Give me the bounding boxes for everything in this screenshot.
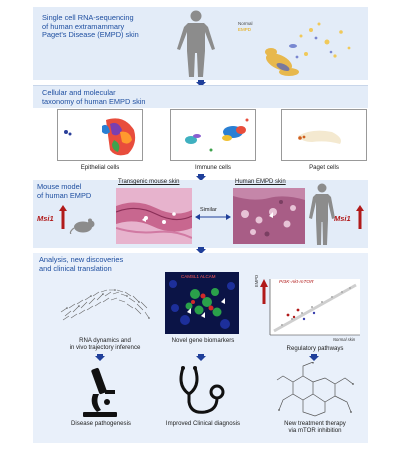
axis-x-label: Normal skin: [333, 337, 356, 342]
panel1-title-line-2: of human extramammary: [42, 21, 125, 31]
legend-empd: EMPD: [238, 27, 252, 32]
immune-umap: [170, 109, 256, 161]
microscope-icon: [83, 367, 117, 417]
transgenic-label: Transgenic mouse skin: [118, 179, 180, 185]
caption-rna-line-2: in vivo trajectory inference: [69, 344, 141, 351]
panel-taxonomy: Cellular and molecular taxonomy of human…: [33, 85, 368, 175]
similar-arrow-icon: [195, 214, 231, 220]
caption-immune: Immune cells: [195, 164, 231, 171]
panel2-title: Cellular and molecular taxonomy of human…: [42, 88, 146, 106]
arrow-down-4b-icon: [196, 354, 206, 361]
caption-disease-pathogenesis: Disease pathogenesis: [71, 420, 131, 427]
human-figure-icon: [177, 10, 215, 77]
panel3-title-line-1: Mouse model: [37, 182, 82, 191]
mtor-inhibitor-structure-icon: [276, 362, 354, 417]
caption-treatment-line-2: via mTOR inhibition: [288, 427, 342, 434]
caption-paget: Paget cells: [309, 164, 339, 171]
arrow-down-4c-icon: [309, 354, 319, 361]
human-figure-right-icon: [309, 183, 335, 245]
human-histology: [233, 188, 305, 244]
arrow-down-2-icon: [196, 174, 206, 181]
caption-biomarkers: Novel gene biomarkers: [171, 337, 235, 344]
up-arrow-right-icon: [356, 205, 364, 229]
caption-rna-line-1: RNA dynamics and: [79, 337, 131, 344]
caption-treatment: New treatment therapy via mTOR inhibitio…: [265, 420, 365, 434]
panel3-title-line-2: of human EMPD: [37, 190, 92, 200]
panel4-title-line-2: and clinical translation: [39, 263, 112, 273]
panel3-title: Mouse model of human EMPD: [37, 182, 92, 200]
marker-label: CAMSL1 ALCAM: [181, 274, 216, 279]
mouse-icon: [69, 218, 95, 234]
pathway-label: PI3K-Akt-mTOR: [279, 280, 314, 285]
paget-umap: [281, 109, 367, 161]
pathway-scatter-plot: [260, 279, 360, 336]
caption-treatment-line-1: New treatment therapy: [284, 420, 346, 427]
panel-analysis: Analysis, new discoveries and clinical t…: [33, 253, 368, 443]
panel2-title-line-2: taxonomy of human EMPD skin: [42, 96, 146, 106]
arrow-down-3-icon: [196, 247, 206, 254]
panel-mouse-model: Mouse model of human EMPD Msi1 Transgeni…: [33, 179, 368, 248]
biomarker-image: [165, 272, 239, 334]
stethoscope-icon: [179, 366, 225, 414]
axis-y-label: EMPD: [254, 274, 259, 287]
panel2-title-line-1: Cellular and molecular: [42, 88, 116, 97]
caption-pathways: Regulatory pathways: [286, 345, 344, 352]
human-empd-label: Human EMPD skin: [235, 179, 286, 185]
panel1-title-line-1: Single cell RNA-sequencing: [42, 13, 134, 22]
legend-normal: Normal: [238, 21, 253, 26]
panel2-header-bg: [33, 86, 368, 108]
caption-epithelial: Epithelial cells: [80, 164, 120, 171]
caption-rna-dynamics: RNA dynamics and in vivo trajectory infe…: [55, 337, 155, 351]
panel1-title: Single cell RNA-sequencing of human extr…: [42, 13, 139, 40]
caption-clinical-diagnosis: Improved Clinical diagnosis: [165, 420, 241, 427]
arrow-down-4a-icon: [95, 354, 105, 361]
similar-label: Similar: [200, 207, 217, 213]
panel-scrna-seq: Single cell RNA-sequencing of human extr…: [33, 7, 368, 80]
transgenic-histology: [115, 188, 193, 244]
arrow-down-1-icon: [196, 80, 206, 87]
epithelial-umap: [57, 109, 143, 161]
umap-plot: [265, 22, 351, 76]
up-arrow-left-icon: [59, 205, 67, 229]
rna-velocity-plot: [60, 289, 150, 321]
msi1-left-label: Msi1: [37, 214, 54, 223]
panel4-title-line-1: Analysis, new discoveries: [39, 255, 124, 264]
panel4-title: Analysis, new discoveries and clinical t…: [39, 255, 124, 273]
panel1-title-line-3: Paget's Disease (EMPD) skin: [42, 30, 139, 40]
msi1-right-label: Msi1: [334, 214, 351, 223]
